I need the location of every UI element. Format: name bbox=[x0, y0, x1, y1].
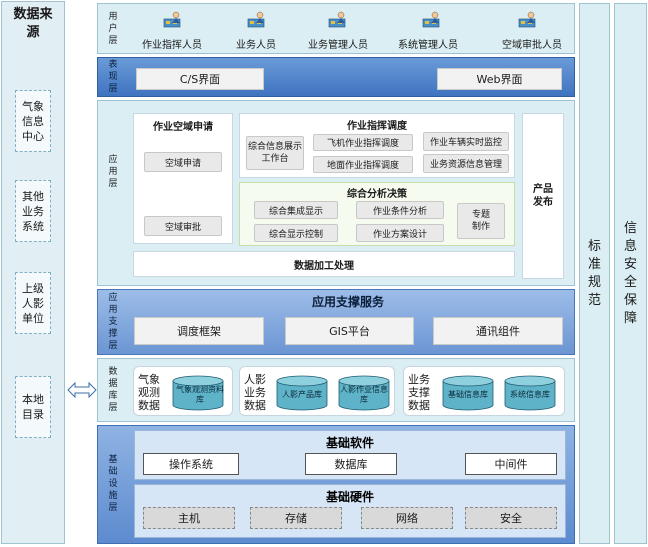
security-guarantee-column: 信息安全保障 bbox=[614, 3, 647, 544]
analysis-title: 综合分析决策 bbox=[347, 189, 407, 200]
database-layer-label: 数据库层 bbox=[108, 367, 118, 413]
db-label: 人影产品库 bbox=[282, 390, 322, 399]
database-cylinder-icon bbox=[172, 375, 224, 411]
presentation-layer: 表现层 C/S界面 Web界面 bbox=[97, 57, 575, 97]
db-operation-info: 人影作业信息库 bbox=[338, 373, 394, 413]
support-layer-label: 应用支撑层 bbox=[108, 293, 118, 351]
airspace-title: 作业空域申请 bbox=[153, 122, 213, 133]
workbench-box: 综合信息展示工作台 bbox=[246, 136, 304, 170]
plan-design-box: 作业方案设计 bbox=[356, 224, 444, 242]
database-cylinder-icon bbox=[442, 375, 494, 411]
source-local-directory: 本地目录 bbox=[15, 376, 51, 438]
base-software-panel: 基础软件 操作系统 数据库 中间件 bbox=[134, 430, 566, 480]
resource-management-box: 业务资源信息管理 bbox=[423, 154, 509, 173]
double-arrow-icon bbox=[67, 381, 97, 399]
db-label: 气象观测资料库 bbox=[176, 385, 224, 404]
db-group-label: 气象观测数据 bbox=[138, 372, 160, 412]
db-label: 系统信息库 bbox=[510, 390, 550, 399]
user-role-label: 业务人员 bbox=[236, 40, 276, 51]
ground-dispatch-box: 地面作业指挥调度 bbox=[313, 156, 413, 173]
analysis-panel: 综合分析决策 综合集成显示 作业条件分析 专题制作 综合显示控制 作业方案设计 bbox=[239, 182, 515, 246]
source-other-systems: 其他业务系统 bbox=[15, 180, 51, 242]
data-processing-box: 数据加工处理 bbox=[133, 251, 515, 277]
data-source-title: 数据来源 bbox=[13, 7, 53, 40]
user-icon bbox=[518, 11, 536, 28]
standard-spec-column: 标准规范 bbox=[579, 3, 610, 544]
dispatch-title: 作业指挥调度 bbox=[347, 121, 407, 132]
cs-interface-box: C/S界面 bbox=[136, 68, 264, 90]
product-publish-box: 产品发布 bbox=[522, 113, 564, 279]
db-group-label: 业务支撑数据 bbox=[408, 372, 430, 412]
db-group-label: 人影业务数据 bbox=[244, 372, 266, 412]
source-label: 上级人影单位 bbox=[22, 281, 44, 325]
application-layer-label: 应用层 bbox=[108, 155, 118, 189]
middleware-box: 中间件 bbox=[465, 453, 557, 475]
display-control-box: 综合显示控制 bbox=[254, 224, 338, 242]
vehicle-monitor-box: 作业车辆实时监控 bbox=[423, 132, 509, 151]
user-layer-label: 用户层 bbox=[108, 12, 118, 46]
base-software-title: 基础软件 bbox=[325, 436, 374, 450]
support-layer: 应用支撑层 应用支撑服务 调度框架 GIS平台 通讯组件 bbox=[97, 289, 575, 355]
dispatch-panel: 作业指挥调度 综合信息展示工作台 飞机作业指挥调度 地面作业指挥调度 作业车辆实… bbox=[239, 113, 515, 178]
integrated-display-box: 综合集成显示 bbox=[254, 201, 338, 219]
db-product: 人影产品库 bbox=[276, 373, 332, 413]
web-interface-box: Web界面 bbox=[437, 68, 562, 90]
data-source-column: 数据来源 气象信息中心 其他业务系统 上级人影单位 本地目录 bbox=[1, 1, 65, 544]
dispatch-framework-box: 调度框架 bbox=[134, 317, 264, 345]
source-label: 气象信息中心 bbox=[22, 99, 44, 143]
database-software-box: 数据库 bbox=[305, 453, 397, 475]
standard-spec-label: 标准规范 bbox=[587, 238, 601, 308]
airspace-approve-box: 空域审批 bbox=[144, 216, 222, 236]
user-icon bbox=[422, 11, 440, 28]
user-icon bbox=[163, 11, 181, 28]
user-role-label: 空域审批人员 bbox=[502, 40, 562, 51]
db-group-weather: 气象观测数据 气象观测资料库 bbox=[133, 366, 233, 416]
presentation-layer-label: 表现层 bbox=[108, 60, 118, 94]
publish-label: 产品发布 bbox=[533, 184, 553, 208]
source-weather-center: 气象信息中心 bbox=[15, 90, 51, 152]
source-superior-unit: 上级人影单位 bbox=[15, 272, 51, 334]
security-guarantee-label: 信息安全保障 bbox=[623, 220, 637, 326]
condition-analysis-box: 作业条件分析 bbox=[356, 201, 444, 219]
user-icon bbox=[328, 11, 346, 28]
communication-component-box: 通讯组件 bbox=[433, 317, 563, 345]
user-layer: 用户层 作业指挥人员 业务人员 业务管理人员 系统管理人员 bbox=[97, 3, 575, 54]
topic-making-box: 专题制作 bbox=[457, 203, 505, 239]
db-system-info: 系统信息库 bbox=[504, 373, 560, 413]
database-cylinder-icon bbox=[276, 375, 328, 411]
base-hardware-panel: 基础硬件 主机 存储 网络 安全 bbox=[134, 484, 566, 538]
database-cylinder-icon bbox=[504, 375, 556, 411]
base-hardware-title: 基础硬件 bbox=[325, 490, 374, 504]
airspace-application-panel: 作业空域申请 空域申请 空域审批 bbox=[133, 113, 233, 244]
database-layer: 数据库层 气象观测数据 气象观测资料库 人影业务数据 人影产品库 人影作业信息库 bbox=[97, 358, 575, 422]
user-role-label: 系统管理人员 bbox=[398, 40, 458, 51]
db-label: 基础信息库 bbox=[448, 390, 488, 399]
network-box: 网络 bbox=[361, 507, 453, 529]
source-label: 本地目录 bbox=[22, 393, 44, 421]
db-group-weather-modification: 人影业务数据 人影产品库 人影作业信息库 bbox=[239, 366, 395, 416]
db-group-business-support: 业务支撑数据 基础信息库 系统信息库 bbox=[403, 366, 565, 416]
infrastructure-layer: 基础设施层 基础软件 操作系统 数据库 中间件 基础硬件 主机 存储 网络 安全 bbox=[97, 425, 575, 544]
source-label: 其他业务系统 bbox=[22, 189, 44, 233]
operating-system-box: 操作系统 bbox=[143, 453, 239, 475]
infrastructure-layer-label: 基础设施层 bbox=[108, 455, 118, 513]
support-title: 应用支撑服务 bbox=[311, 295, 384, 309]
user-role-label: 作业指挥人员 bbox=[142, 40, 202, 51]
aircraft-dispatch-box: 飞机作业指挥调度 bbox=[313, 134, 413, 151]
host-box: 主机 bbox=[143, 507, 235, 529]
db-label: 人影作业信息库 bbox=[340, 385, 388, 404]
topic-label: 专题制作 bbox=[471, 210, 490, 232]
db-weather-observation: 气象观测资料库 bbox=[170, 373, 230, 413]
user-icon bbox=[247, 11, 265, 28]
security-hardware-box: 安全 bbox=[465, 507, 557, 529]
application-layer: 应用层 作业空域申请 空域申请 空域审批 作业指挥调度 综合信息展示工作台 飞机… bbox=[97, 100, 575, 286]
db-base-info: 基础信息库 bbox=[442, 373, 498, 413]
user-role-label: 业务管理人员 bbox=[308, 40, 368, 51]
gis-platform-box: GIS平台 bbox=[285, 317, 414, 345]
database-cylinder-icon bbox=[338, 375, 390, 411]
storage-box: 存储 bbox=[250, 507, 342, 529]
airspace-apply-box: 空域申请 bbox=[144, 152, 222, 172]
